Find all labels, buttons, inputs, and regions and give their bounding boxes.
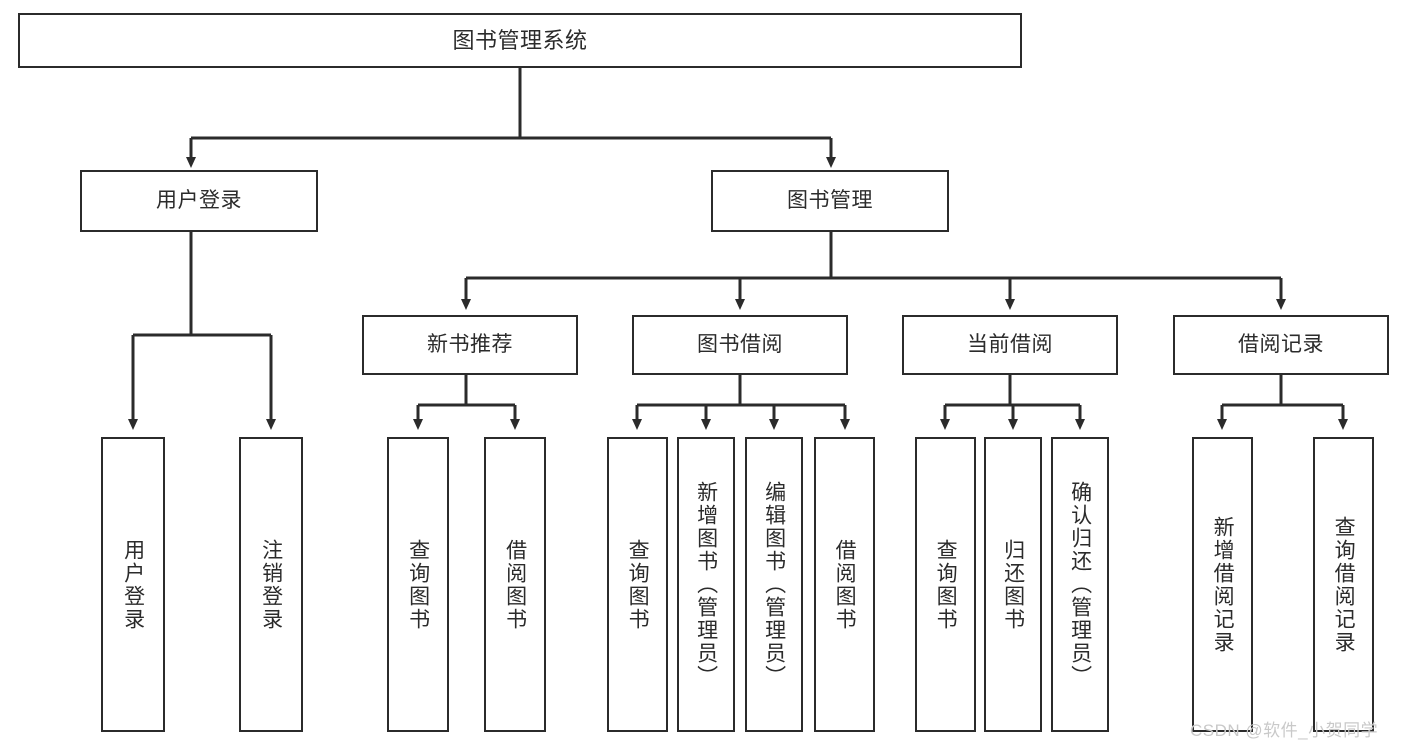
leaf-borrow-book[interactable]: 借阅图书 [814, 437, 875, 732]
leaf-query-book-borrow[interactable]: 查询图书 [607, 437, 668, 732]
node-label: 用户登录 [156, 188, 242, 212]
node-label: 用户登录 [121, 538, 145, 631]
node-label: 确认归还（管理员） [1068, 481, 1092, 688]
leaf-borrow-book-recommend[interactable]: 借阅图书 [484, 437, 546, 732]
leaf-confirm-return-admin[interactable]: 确认归还（管理员） [1051, 437, 1109, 732]
leaf-return-book[interactable]: 归还图书 [984, 437, 1042, 732]
node-root-system[interactable]: 图书管理系统 [18, 13, 1022, 68]
leaf-query-book-current[interactable]: 查询图书 [915, 437, 976, 732]
leaf-query-borrow-record[interactable]: 查询借阅记录 [1313, 437, 1374, 732]
leaf-user-logout[interactable]: 注销登录 [239, 437, 303, 732]
leaf-add-book-admin[interactable]: 新增图书（管理员） [677, 437, 735, 732]
node-label: 查询图书 [934, 538, 958, 631]
node-label: 注销登录 [259, 538, 283, 631]
node-label: 归还图书 [1001, 538, 1025, 631]
node-label: 借阅图书 [503, 538, 527, 631]
node-label: 借阅记录 [1238, 332, 1324, 356]
node-label: 查询图书 [406, 538, 430, 631]
node-label: 图书借阅 [697, 332, 783, 356]
node-label: 查询借阅记录 [1332, 515, 1356, 654]
node-label: 编辑图书（管理员） [762, 481, 786, 688]
node-current-borrow[interactable]: 当前借阅 [902, 315, 1118, 375]
node-label: 当前借阅 [967, 332, 1053, 356]
node-label: 图书管理 [787, 188, 873, 212]
node-book-borrow[interactable]: 图书借阅 [632, 315, 848, 375]
node-label: 查询图书 [626, 538, 650, 631]
leaf-user-login[interactable]: 用户登录 [101, 437, 165, 732]
leaf-add-borrow-record[interactable]: 新增借阅记录 [1192, 437, 1253, 732]
node-borrow-record[interactable]: 借阅记录 [1173, 315, 1389, 375]
leaf-query-book-recommend[interactable]: 查询图书 [387, 437, 449, 732]
node-label: 新增图书（管理员） [694, 481, 718, 688]
node-user-login[interactable]: 用户登录 [80, 170, 318, 232]
leaf-edit-book-admin[interactable]: 编辑图书（管理员） [745, 437, 803, 732]
node-label: 新书推荐 [427, 332, 513, 356]
node-label: 新增借阅记录 [1211, 515, 1235, 654]
node-label: 图书管理系统 [452, 27, 588, 53]
node-book-management[interactable]: 图书管理 [711, 170, 949, 232]
node-new-book-recommend[interactable]: 新书推荐 [362, 315, 578, 375]
node-label: 借阅图书 [833, 538, 857, 631]
